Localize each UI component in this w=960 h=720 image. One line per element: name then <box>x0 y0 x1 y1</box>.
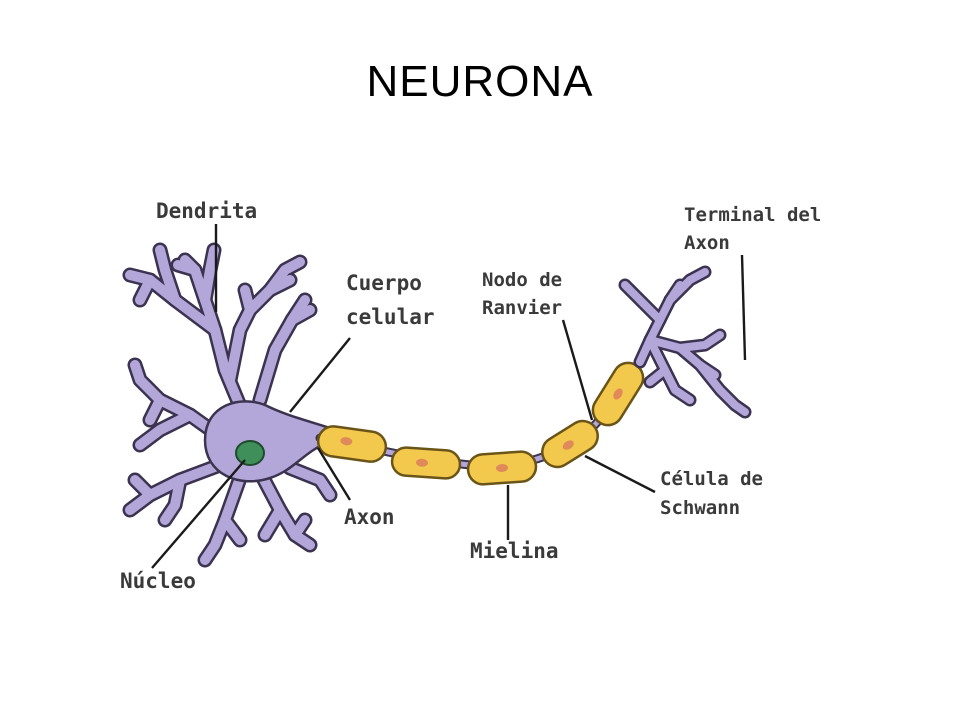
label-terminal-axon-line1: Terminal del <box>684 204 821 226</box>
leader-terminal-axon <box>740 254 747 361</box>
schwann-nucleus <box>613 388 623 400</box>
label-cuerpo-celular-line2: celular <box>346 305 435 329</box>
myelin-segment <box>390 446 462 480</box>
leader-axon <box>316 447 352 501</box>
myelin-sheath <box>316 361 645 486</box>
myelin-segment <box>466 450 538 486</box>
label-celula-schwann-line1: Célula de <box>660 468 763 490</box>
schwann-nucleus <box>496 463 508 473</box>
slide-title: NEURONA <box>366 57 594 106</box>
label-nucleo: Núcleo <box>120 569 196 593</box>
label-mielina: Mielina <box>470 539 559 563</box>
axon-terminals <box>618 265 752 419</box>
label-axon: Axon <box>344 505 395 529</box>
label-cuerpo-celular-line1: Cuerpo <box>346 271 422 295</box>
label-nodo-ranvier-line1: Nodo de <box>482 269 562 291</box>
label-celula-schwann-line2: Schwann <box>660 497 740 519</box>
leader-nodo-ranvier <box>561 319 594 421</box>
schwann-nucleus <box>416 458 429 467</box>
myelin-segment <box>316 425 388 463</box>
label-nodo-ranvier-line2: Ranvier <box>482 297 562 319</box>
myelin-segment <box>541 419 599 469</box>
leader-nucleo <box>151 459 246 569</box>
schwann-nucleus <box>562 440 574 450</box>
leader-lines <box>151 224 747 569</box>
label-terminal-axon-line2: Axon <box>684 232 730 254</box>
labels: Dendrita Cuerpo celular Nodo de Ranvier … <box>120 199 821 593</box>
dendrites <box>122 242 338 568</box>
label-dendrita: Dendrita <box>156 199 257 223</box>
leader-cuerpo-celular <box>289 337 351 413</box>
schwann-nucleus <box>340 437 353 446</box>
nucleus <box>235 440 265 466</box>
leader-celula-schwann <box>584 454 656 494</box>
